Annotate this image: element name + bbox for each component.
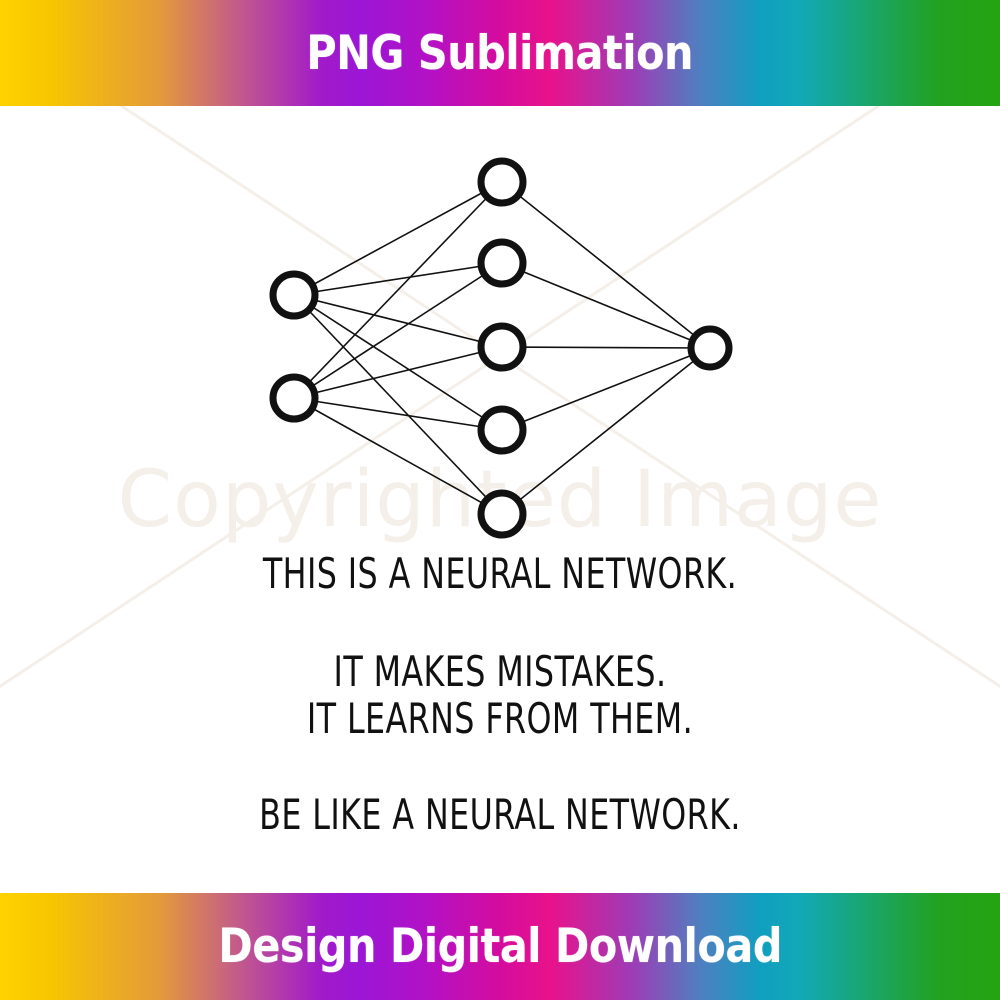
top-banner-title: PNG Sublimation (306, 25, 694, 81)
bottom-banner-title: Design Digital Download (218, 919, 782, 974)
caption-line-3: IT LEARNS FROM THEM. (306, 694, 694, 743)
network-edge (293, 262, 503, 296)
network-nodes (269, 157, 733, 539)
artwork-area: Copyrighted Image THIS IS A NEURAL NETWO… (0, 106, 1000, 893)
caption-line-2: IT MAKES MISTAKES. (333, 647, 667, 696)
network-node-i1 (269, 270, 319, 320)
network-edge (501, 347, 711, 515)
network-edge (501, 181, 711, 349)
network-node-h3 (477, 322, 527, 372)
network-node-h2 (477, 238, 527, 288)
top-banner: PNG Sublimation (0, 0, 1000, 106)
caption-block: THIS IS A NEURAL NETWORK. IT MAKES MISTA… (0, 553, 1000, 836)
network-node-i2 (269, 373, 319, 423)
network-edge (293, 397, 503, 515)
network-node-h5 (477, 489, 527, 539)
neural-network-diagram (0, 106, 1000, 689)
caption-line-4: BE LIKE A NEURAL NETWORK. (259, 790, 741, 839)
network-edge (501, 346, 711, 349)
network-edge (293, 346, 503, 399)
network-node-o1 (687, 325, 733, 371)
network-edge (293, 294, 503, 348)
network-node-h1 (477, 157, 527, 207)
network-edge (293, 181, 503, 399)
bottom-banner: Design Digital Download (0, 893, 1000, 1000)
caption-line-1: THIS IS A NEURAL NETWORK. (262, 549, 738, 598)
network-edge (501, 347, 711, 431)
network-edge (501, 262, 711, 349)
network-edge (293, 294, 503, 431)
network-node-h4 (477, 405, 527, 455)
network-edge (293, 262, 503, 399)
network-edge (293, 181, 503, 296)
network-edge (293, 294, 503, 515)
network-edges (293, 181, 711, 515)
network-edge (293, 397, 503, 431)
